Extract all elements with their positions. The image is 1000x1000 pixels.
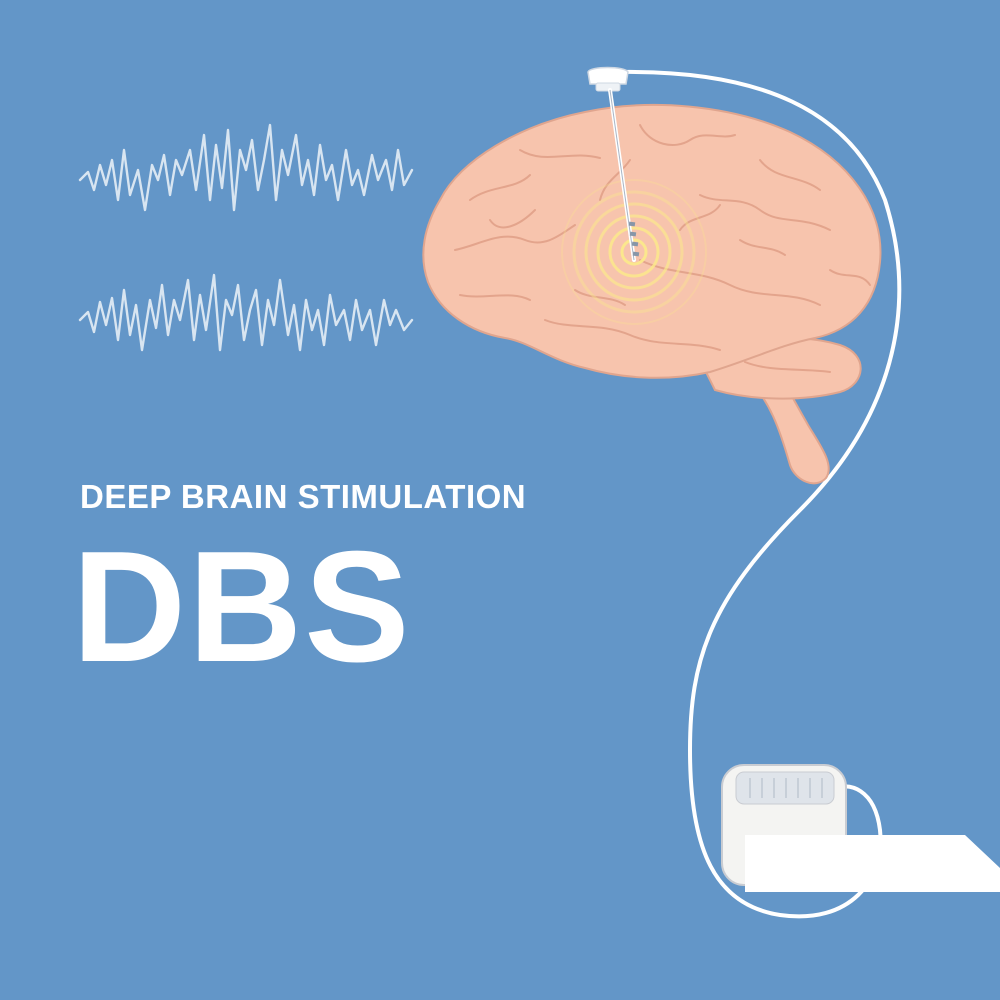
brain-wave-top — [78, 123, 414, 212]
brain-folds — [454, 124, 871, 373]
electrode-base — [595, 82, 621, 92]
brain-icon — [422, 103, 882, 485]
brain-wave-icon — [78, 123, 414, 352]
electrode-icon — [587, 66, 640, 262]
brain-cerebrum — [422, 103, 882, 379]
electrode-contacts — [628, 221, 640, 257]
electrode-cap — [587, 66, 629, 85]
stimulation-rings — [561, 179, 707, 325]
neurostimulator-icon — [721, 764, 1000, 892]
subtitle: DEEP BRAIN STIMULATION — [80, 478, 527, 515]
page-title: DBS — [72, 519, 412, 695]
brain-wave-bottom — [78, 273, 414, 352]
white-label-patch — [745, 835, 1000, 892]
